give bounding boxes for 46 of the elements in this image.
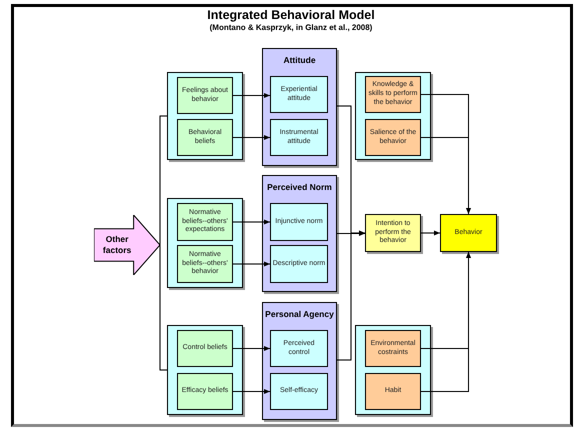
- subtitle: (Montano & Kasprzyk, in Glanz et al., 2008): [210, 22, 372, 33]
- arrow: [232, 262, 270, 266]
- arrow: [232, 220, 270, 224]
- block-arrow: [94, 215, 160, 275]
- construct-box: [270, 203, 328, 241]
- construct-box: [270, 330, 328, 367]
- title: Integrated Behavioral Model: [207, 8, 375, 22]
- group-box: [167, 72, 243, 160]
- belief-box: [177, 203, 233, 241]
- arrow: [420, 230, 440, 236]
- belief-box: [177, 373, 233, 410]
- arrow: [420, 252, 471, 392]
- factor-box: [365, 373, 421, 410]
- construct-panel: [262, 302, 337, 420]
- group-box: [355, 325, 431, 415]
- group-box: [167, 198, 243, 288]
- construct-box: [270, 245, 328, 283]
- connector-line: [160, 244, 168, 370]
- arrow: [232, 93, 270, 98]
- connector-line: [160, 116, 168, 246]
- group-box: [355, 72, 431, 160]
- belief-box: [177, 119, 233, 156]
- arrow: [336, 230, 366, 360]
- construct-box: [270, 119, 328, 156]
- behavior-box: [440, 214, 497, 252]
- construct-box: [270, 76, 328, 113]
- arrow: [232, 346, 270, 351]
- construct-box: [270, 373, 328, 410]
- arrow: [232, 389, 270, 394]
- construct-panel: [262, 175, 337, 292]
- belief-box: [177, 245, 233, 283]
- arrow: [420, 137, 471, 214]
- belief-box: [177, 77, 233, 114]
- panel-heading: Perceived Norm: [266, 182, 333, 193]
- arrow: [336, 231, 366, 236]
- factor-box: [365, 330, 421, 367]
- factor-box: [365, 119, 421, 156]
- panel-heading: Attitude: [282, 55, 317, 66]
- construct-panel: [262, 48, 337, 166]
- arrow: [232, 135, 270, 140]
- panel-heading: Personal Agency: [264, 309, 335, 320]
- factor-box: [365, 76, 421, 113]
- node-label: Other factors: [102, 234, 132, 256]
- group-box: [167, 325, 243, 415]
- belief-box: [177, 330, 233, 367]
- intention-box: [365, 214, 421, 252]
